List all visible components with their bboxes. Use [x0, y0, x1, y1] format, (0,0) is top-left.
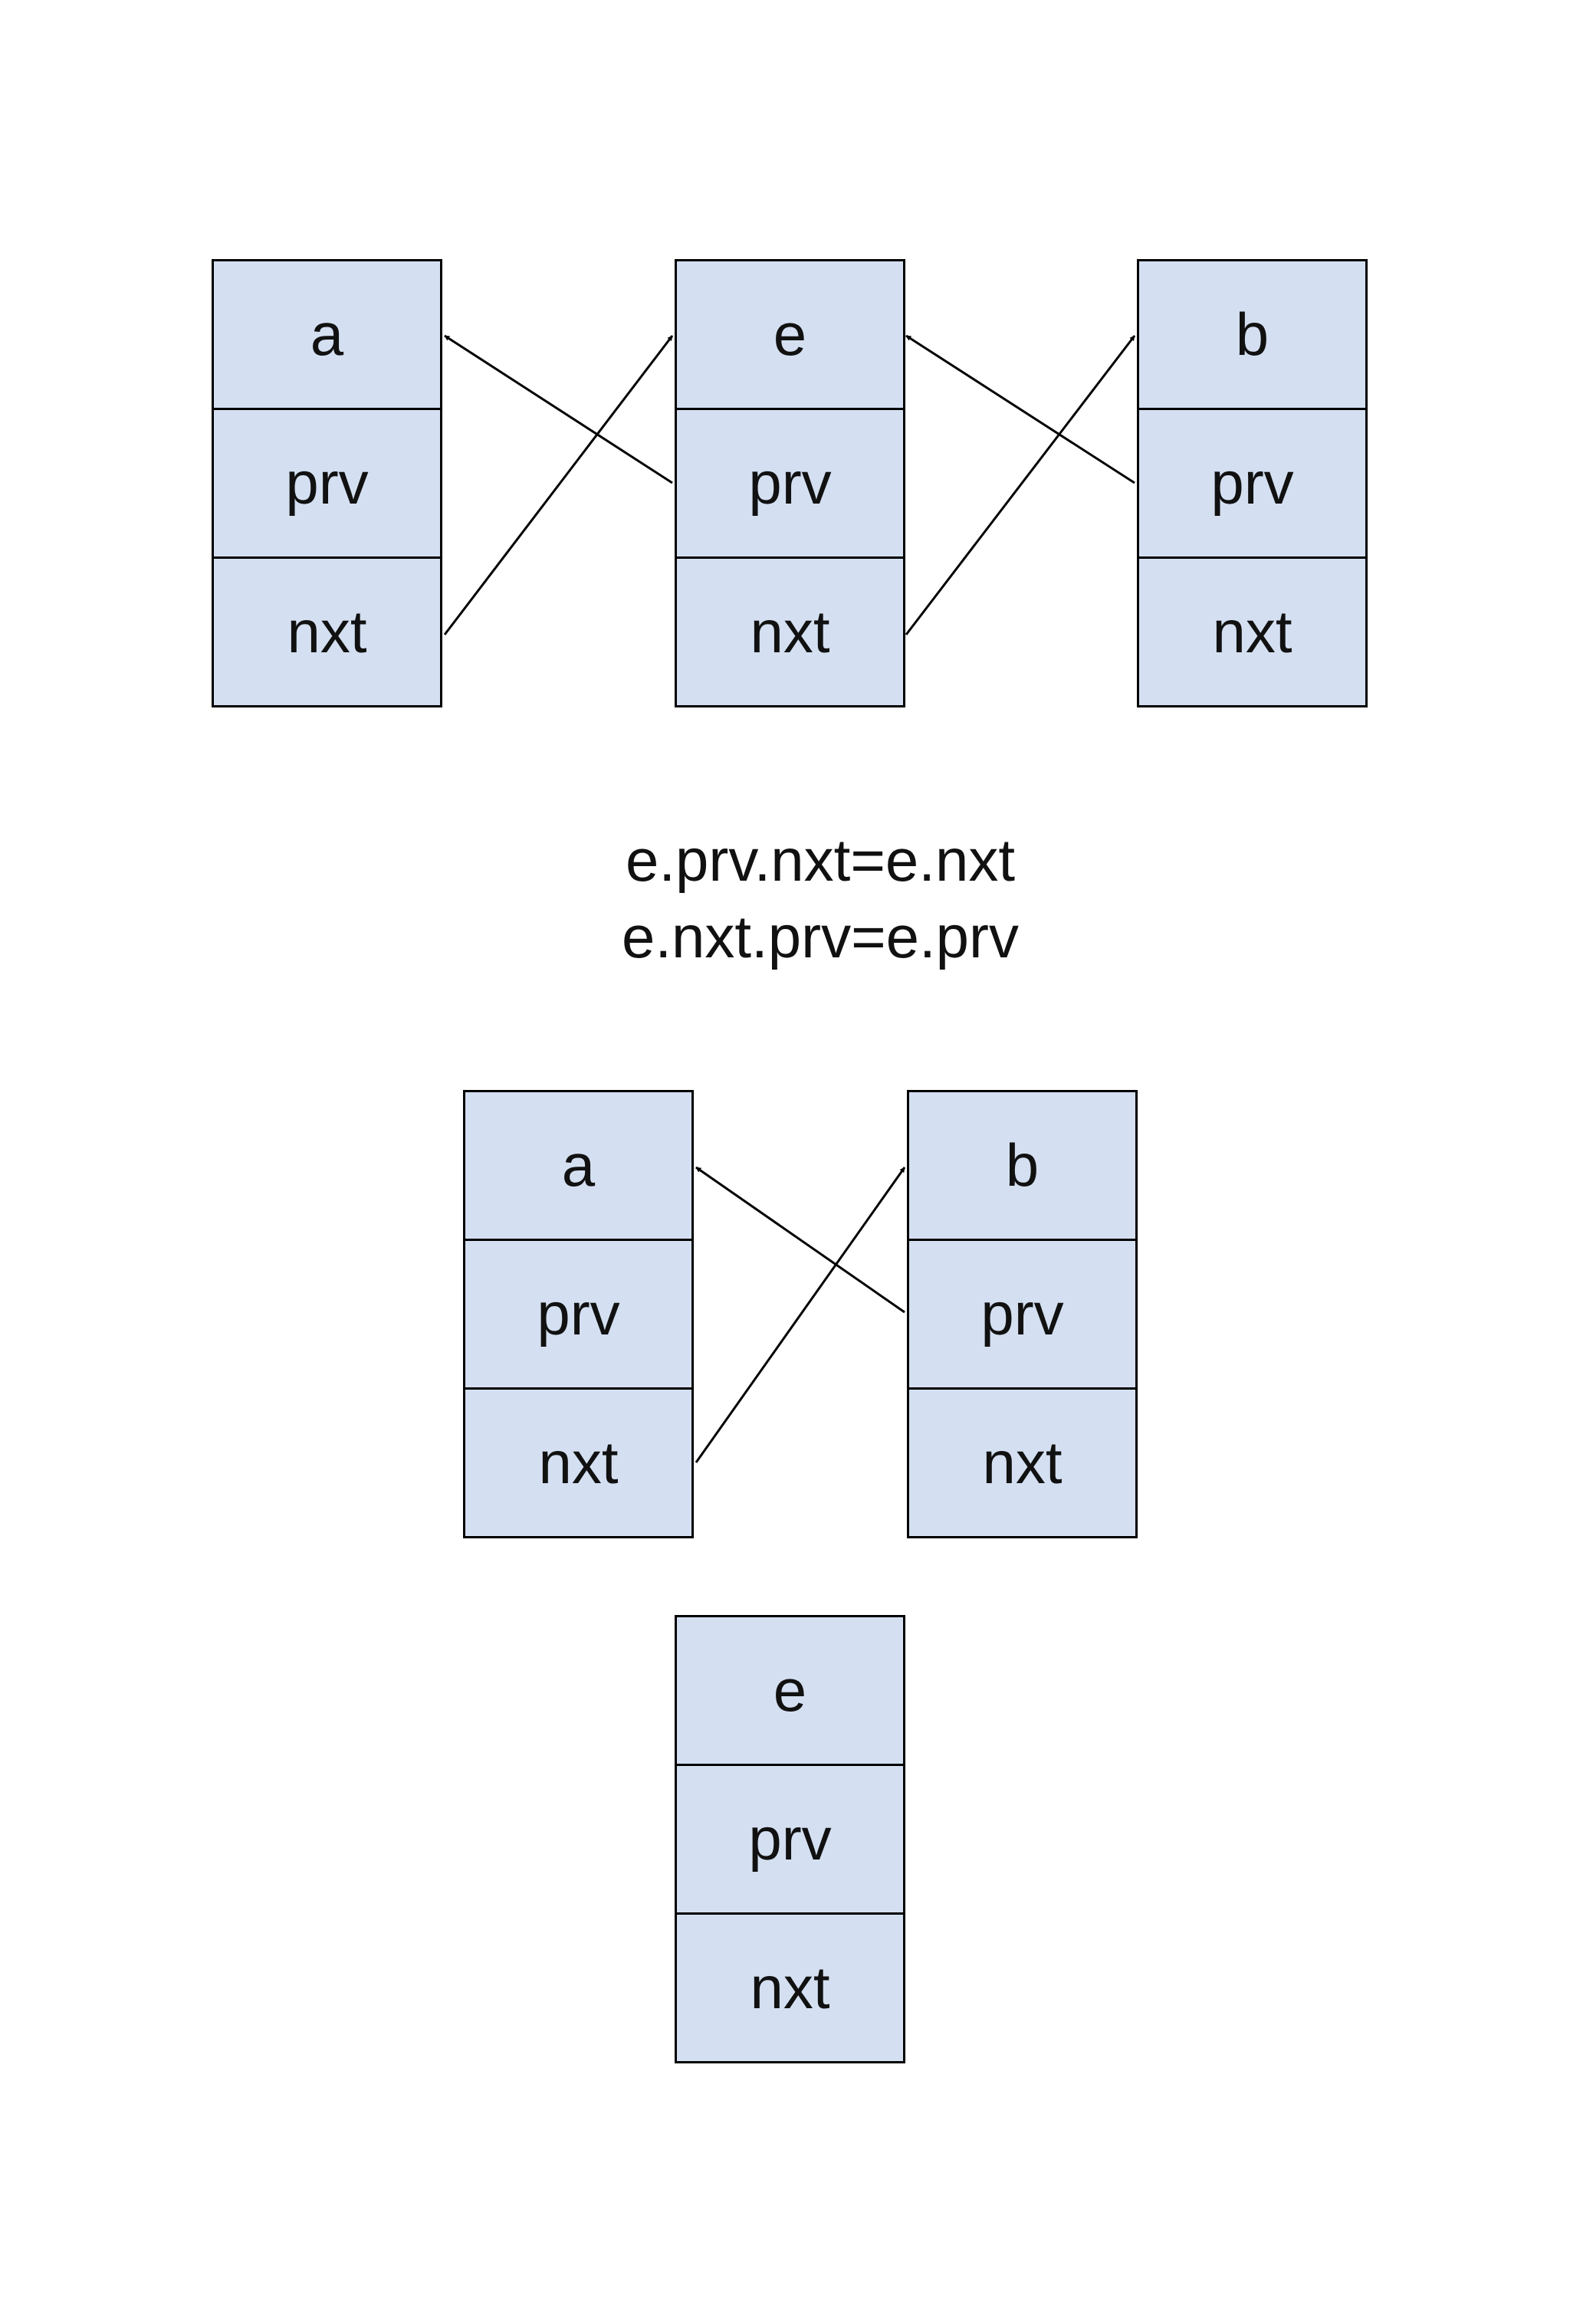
node-e-removed: e prv nxt: [675, 1615, 905, 2063]
arrow-e-prv-to-a: [444, 334, 673, 484]
node-value: e: [677, 261, 903, 410]
node-value: a: [214, 261, 440, 410]
prv-field: prv: [1139, 410, 1365, 559]
node-b-after: b prv nxt: [907, 1090, 1138, 1538]
nxt-field: nxt: [750, 598, 830, 665]
nxt-field: nxt: [538, 1429, 619, 1496]
node-b-before: b prv nxt: [1137, 259, 1368, 707]
operation-line-1: e.prv.nxt=e.nxt: [626, 826, 1015, 894]
node-value: a: [465, 1092, 691, 1241]
node-value: b: [1139, 261, 1365, 410]
prv-field: prv: [214, 410, 440, 559]
arrow-a-nxt-to-b: [695, 1167, 906, 1463]
node-value: b: [909, 1092, 1135, 1241]
arrow-a-nxt-to-e: [443, 335, 674, 635]
nxt-field: nxt: [750, 1954, 830, 2021]
node-value: e: [677, 1617, 903, 1766]
arrow-e-nxt-to-b: [905, 335, 1136, 635]
prv-field: prv: [465, 1241, 691, 1390]
node-a-before: a prv nxt: [212, 259, 442, 707]
node-e-before: e prv nxt: [675, 259, 905, 707]
prv-field: prv: [677, 1766, 903, 1915]
operation-line-2: e.nxt.prv=e.prv: [621, 903, 1020, 970]
arrow-b-prv-to-e: [905, 334, 1135, 484]
nxt-field: nxt: [982, 1429, 1063, 1496]
arrow-b-prv-to-a: [695, 1166, 905, 1314]
nxt-field: nxt: [1212, 598, 1292, 665]
node-a-after: a prv nxt: [463, 1090, 694, 1538]
prv-field: prv: [677, 410, 903, 559]
nxt-field: nxt: [287, 598, 367, 665]
prv-field: prv: [909, 1241, 1135, 1390]
